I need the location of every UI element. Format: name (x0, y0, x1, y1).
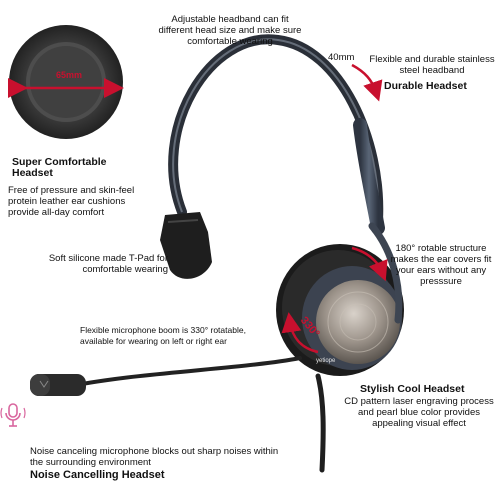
durable-size: 40mm (328, 52, 355, 63)
noise-description: Noise canceling microphone blocks out sh… (30, 446, 279, 468)
noise-title: Noise Cancelling Headset (30, 469, 165, 481)
stylish-title: Stylish Cool Headset (360, 383, 465, 395)
cushion-title: Super Comfortable Headset (12, 156, 107, 179)
cd-pattern-plate (316, 280, 400, 364)
cable (315, 373, 326, 473)
durable-arrow (351, 63, 383, 102)
durable-description: Flexible and durable stainless steel hea… (369, 54, 495, 76)
tpad-description: Soft silicone made T-Pad for comfortable… (48, 253, 168, 275)
durable-title: Durable Headset (384, 80, 467, 92)
boom-rotate-arrow (281, 312, 319, 354)
brand-logo: yetiope (316, 358, 336, 364)
mic-boom (80, 356, 302, 386)
rotate-arrow (351, 246, 388, 282)
headband-description: Adjustable headband can fit different he… (158, 14, 302, 47)
t-pad (160, 212, 212, 279)
stylish-description: CD pattern laser engraving process and p… (344, 396, 494, 429)
rotate-description: 180° rotable structure makes the ear cov… (390, 243, 492, 287)
ear-cushion-closeup (8, 25, 124, 139)
microphone-icon (0, 403, 26, 427)
headband (168, 34, 384, 225)
cushion-description: Free of pressure and skin-feel protein l… (8, 185, 135, 218)
boom-description: Flexible microphone boom is 330° rotatab… (80, 325, 246, 346)
earcup (276, 222, 404, 376)
mic-capsule (30, 374, 86, 396)
cushion-size: 65mm (56, 70, 83, 80)
